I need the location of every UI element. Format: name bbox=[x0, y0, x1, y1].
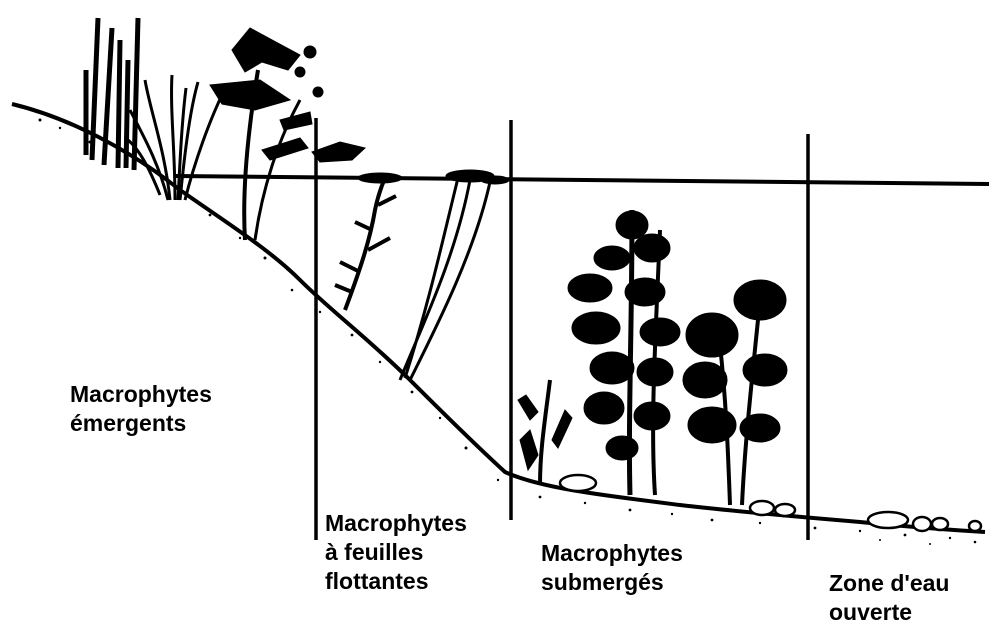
zone-label-submerged-line1: Macrophytes bbox=[541, 539, 683, 568]
grass-tuft bbox=[128, 75, 222, 200]
fan-submerged-plant bbox=[683, 280, 787, 505]
reed-stems bbox=[86, 18, 138, 170]
zone-label-floating: Macrophytes à feuilles flottantes bbox=[325, 509, 467, 596]
zone-label-emergent-line2: émergents bbox=[70, 409, 212, 438]
submerged-plants-illustration bbox=[518, 210, 981, 531]
zone-label-open-water-line1: Zone d'eau bbox=[829, 569, 949, 598]
zone-label-floating-line3: flottantes bbox=[325, 567, 467, 596]
zone-label-emergent-line1: Macrophytes bbox=[70, 380, 212, 409]
zone-label-floating-line2: à feuilles bbox=[325, 538, 467, 567]
zone-label-submerged: Macrophytes submergés bbox=[541, 539, 683, 597]
zone-label-submerged-line2: submergés bbox=[541, 568, 683, 597]
tall-bushy-plant bbox=[568, 210, 680, 495]
bed-stones bbox=[560, 475, 981, 531]
lily-stems bbox=[400, 178, 490, 380]
zone-label-emergent: Macrophytes émergents bbox=[70, 380, 212, 438]
zone-label-open-water-line2: ouverte bbox=[829, 598, 949, 627]
zone-label-open-water: Zone d'eau ouverte bbox=[829, 569, 949, 627]
water-surface-line bbox=[175, 176, 989, 184]
small-submerged-plant bbox=[518, 380, 572, 485]
tall-flowering-plant bbox=[210, 28, 323, 240]
zone-label-floating-line1: Macrophytes bbox=[325, 509, 467, 538]
floating-leaf-pads bbox=[312, 142, 365, 162]
